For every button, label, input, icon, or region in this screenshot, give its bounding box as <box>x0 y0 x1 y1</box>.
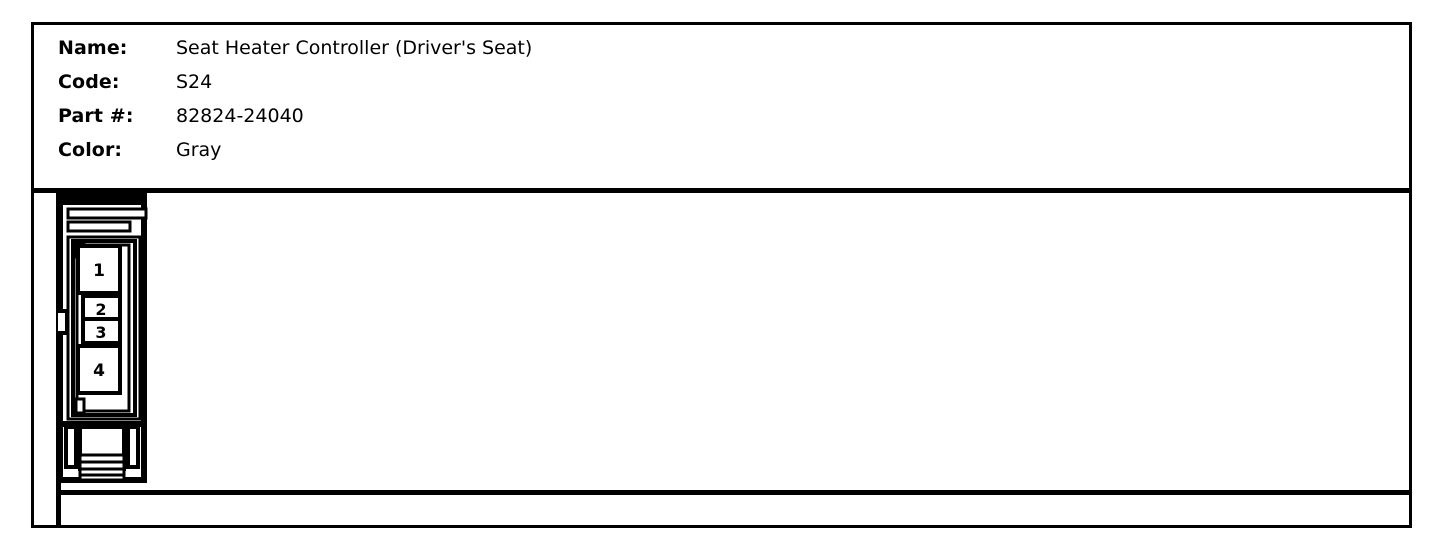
connector-pinout-diagram: 1 2 3 4 <box>56 193 148 485</box>
spec-value-color: Gray <box>176 139 222 161</box>
connector-pin-4-label: 4 <box>93 361 105 381</box>
connector-key-notch-bottom <box>74 397 86 415</box>
connector-left-latch-tab <box>56 309 69 335</box>
connector-top-slots <box>66 207 148 233</box>
spec-value-code: S24 <box>176 71 213 93</box>
spec-label-part-number: Part #: <box>58 105 134 127</box>
diagram-panel: 1 2 3 4 <box>34 188 1409 495</box>
connector-pin-3: 3 <box>81 317 122 345</box>
spec-value-part-number: 82824-24040 <box>176 105 304 127</box>
connector-mid-divider <box>60 421 144 427</box>
connector-pin-2-label: 2 <box>95 300 106 319</box>
bottom-strip <box>56 490 1409 525</box>
connector-pin-4: 4 <box>76 344 122 395</box>
diagram-inner-frame <box>56 193 1409 495</box>
connector-pin-3-label: 3 <box>95 323 106 342</box>
connector-pin-1-label: 1 <box>93 261 105 281</box>
connector-pin-2: 2 <box>81 294 122 322</box>
connector-bottom-ribs <box>78 453 126 482</box>
component-info-card: Name: Seat Heater Controller (Driver's Se… <box>31 22 1412 528</box>
spec-header: Name: Seat Heater Controller (Driver's Se… <box>34 25 1409 188</box>
spec-label-name: Name: <box>58 37 128 59</box>
spec-value-name: Seat Heater Controller (Driver's Seat) <box>176 37 533 59</box>
spec-row-color: Color: Gray <box>58 133 221 167</box>
spec-row-name: Name: Seat Heater Controller (Driver's Se… <box>58 31 532 65</box>
connector-pin-1: 1 <box>76 244 122 295</box>
connector-top-cap <box>60 196 146 205</box>
spec-label-color: Color: <box>58 139 123 161</box>
spec-label-code: Code: <box>58 71 120 93</box>
spec-row-part-number: Part #: 82824-24040 <box>58 99 304 133</box>
spec-row-code: Code: S24 <box>58 65 212 99</box>
